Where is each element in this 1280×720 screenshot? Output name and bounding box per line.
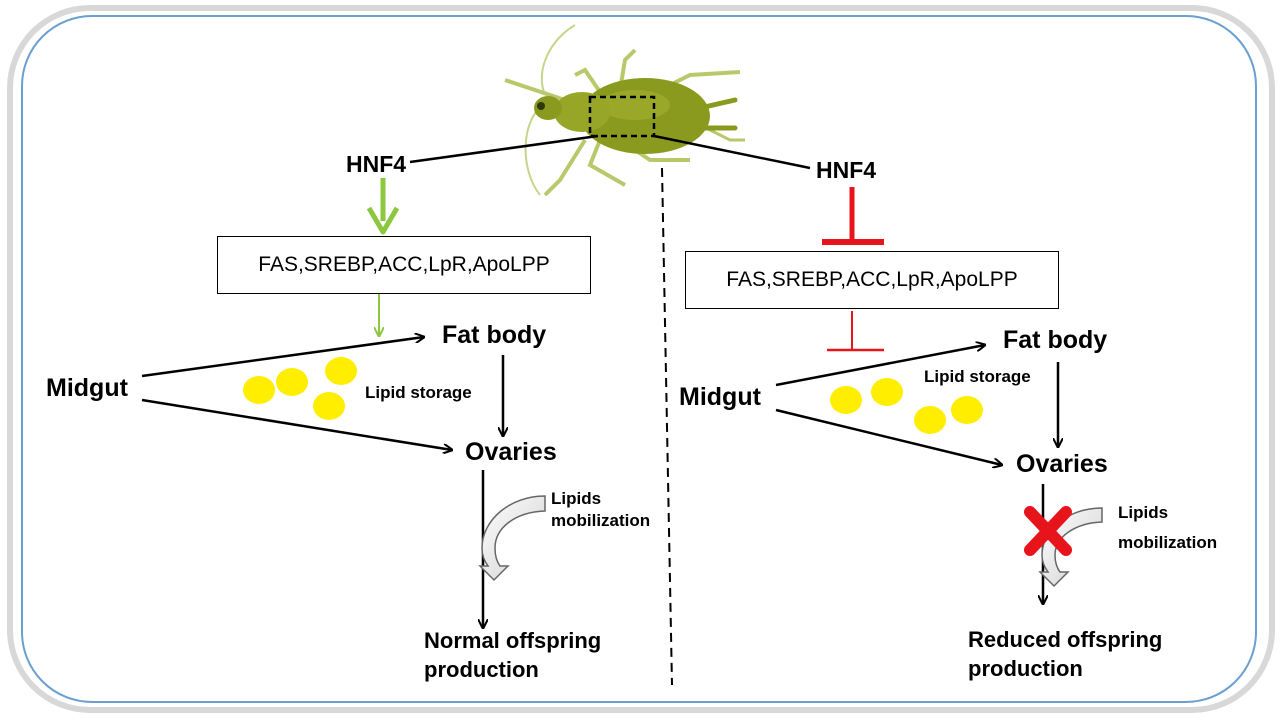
hnf4-label-left: HNF4 [346,151,407,177]
gene-box-right: FAS,SREBP,ACC,LpR,ApoLPP [685,251,1059,309]
gene-box-left: FAS,SREBP,ACC,LpR,ApoLPP [217,236,591,294]
lipid-storage-label-right: Lipid storage [924,367,1031,386]
block-x-icon [1024,506,1072,556]
activation-arrow-left [366,206,400,235]
ovaries-label-right: Ovaries [1016,450,1108,478]
mobilization-label-left-2: mobilization [551,511,651,530]
outcome-label-left-2: production [424,657,539,682]
gene-list-right: FAS,SREBP,ACC,LpR,ApoLPP [726,268,1018,291]
lipid-droplets-right [830,378,983,434]
outcome-label-left-1: Normal offspring [424,628,602,653]
midgut-label-left: Midgut [46,374,128,402]
outer-frame [21,15,1257,703]
selection-box [588,95,656,138]
lipid-storage-label-left: Lipid storage [365,383,472,402]
midgut-label-right: Midgut [679,383,761,411]
center-divider [661,167,673,686]
mobilization-arrow-left [478,495,546,582]
hnf4-label-right: HNF4 [816,157,877,183]
aphid-icon [504,24,745,197]
outcome-label-right-1: Reduced offspring [968,627,1163,652]
outcome-label-right-2: production [968,656,1083,681]
fat-body-label-right: Fat body [1003,326,1108,354]
lipid-droplets-left [243,357,357,420]
ovaries-label-left: Ovaries [465,438,557,466]
fat-body-label-left: Fat body [442,321,547,349]
mobilization-label-right-1: Lipids [1118,503,1169,522]
gene-list-left: FAS,SREBP,ACC,LpR,ApoLPP [258,253,550,276]
mobilization-label-left-1: Lipids [551,489,602,508]
mobilization-label-right-2: mobilization [1118,533,1218,552]
frame-shadow [7,5,1275,713]
